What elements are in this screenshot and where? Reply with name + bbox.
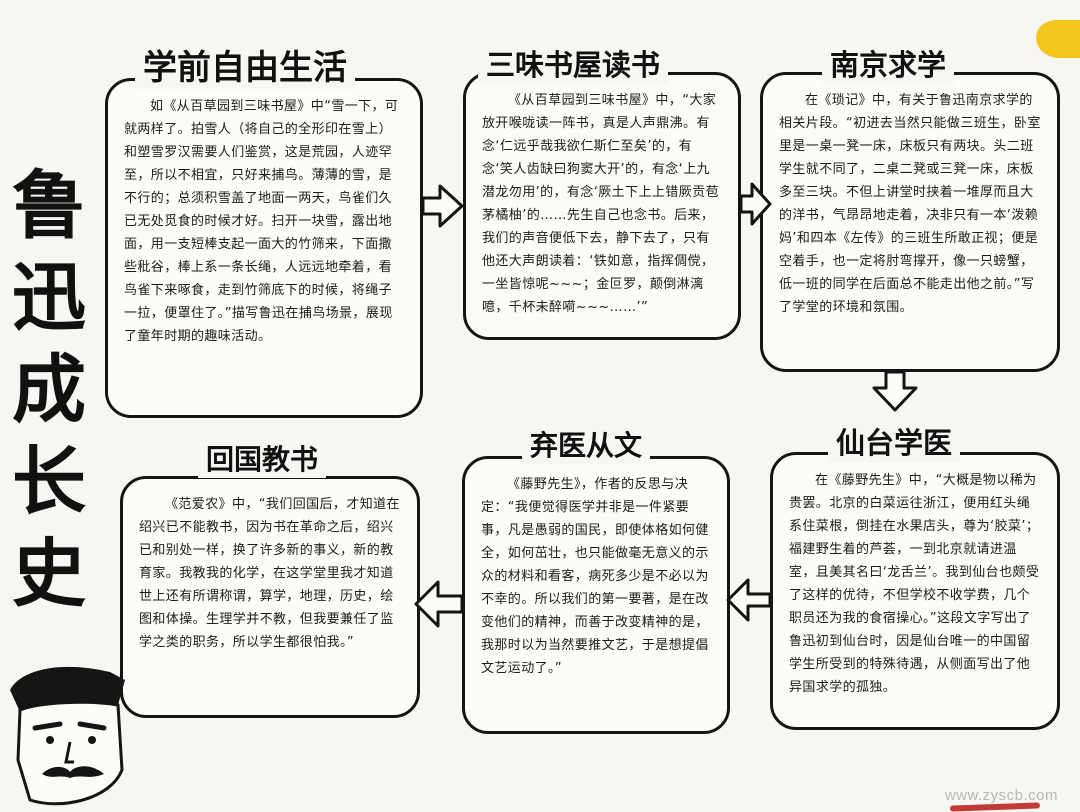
- title-char: 史: [12, 531, 86, 617]
- section-title-literature: 弃医从文: [522, 424, 651, 464]
- section-text-sendai: 在《藤野先生》中，“大概是物以稀为贵罢。北京的白菜运往浙江，便用红头绳系住菜根，…: [789, 473, 1040, 695]
- title-char: 长: [12, 439, 86, 525]
- watermark-text: www.zyscb.com: [944, 787, 1058, 804]
- arrow-right-2-icon: [739, 182, 772, 226]
- eyebrow-right: [77, 721, 107, 731]
- section-box-sendai: 在《藤野先生》中，“大概是物以稀为贵罢。北京的白菜运往浙江，便用红头绳系住菜根，…: [770, 452, 1060, 730]
- mustache-shape: [42, 766, 104, 778]
- section-box-literature: 《藤野先生》，作者的反思与决定：“我便觉得医学并非是一件紧要事，凡是愚弱的国民，…: [462, 456, 730, 734]
- section-title-nanjing: 南京求学: [822, 42, 955, 84]
- title-char: 鲁: [12, 163, 86, 249]
- section-title-teaching: 回国教书: [198, 438, 327, 478]
- arrow-down-icon: [872, 370, 918, 412]
- section-box-nanjing: 在《琐记》中，有关于鲁迅南京求学的相关片段。“初进去当然只能做三班生，卧室里是一…: [760, 72, 1060, 372]
- section-text-sanwei: 《从百草园到三味书屋》中，“大家放开喉咙读一阵书，真是人声鼎沸。有念‘仁远乎哉我…: [482, 93, 719, 315]
- section-title-sanwei: 三味书屋读书: [478, 42, 669, 84]
- hair-shape: [10, 666, 125, 712]
- arrow-left-1-icon: [726, 578, 772, 622]
- eye-left: [46, 736, 54, 744]
- eyebrow-left: [32, 721, 63, 731]
- main-vertical-title: 鲁 迅 成 长 史: [4, 160, 94, 620]
- eye-right: [88, 736, 96, 744]
- title-char: 迅: [12, 255, 86, 341]
- yellow-ink-blob: [1036, 20, 1080, 58]
- section-box-preschool: 如《从百草园到三味书屋》中“雪一下，可就两样了。拍雪人（将自己的全形印在雪上）和…: [105, 78, 423, 418]
- section-text-teaching: 《范爱农》中，“我们回国后，才知道在绍兴已不能教书，因为书在革命之后，绍兴已和别…: [139, 497, 400, 650]
- arrow-left-2-icon: [414, 580, 464, 628]
- section-text-preschool: 如《从百草园到三味书屋》中“雪一下，可就两样了。拍雪人（将自己的全形印在雪上）和…: [124, 99, 399, 344]
- section-text-nanjing: 在《琐记》中，有关于鲁迅南京求学的相关片段。“初进去当然只能做三班生，卧室里是一…: [779, 93, 1041, 315]
- section-box-teaching: 《范爱农》中，“我们回国后，才知道在绍兴已不能教书，因为书在革命之后，绍兴已和别…: [120, 476, 420, 718]
- section-box-sanwei: 《从百草园到三味书屋》中，“大家放开喉咙读一阵书，真是人声鼎沸。有念‘仁远乎哉我…: [463, 72, 741, 340]
- title-char: 成: [12, 347, 86, 433]
- arrow-right-1-icon: [421, 184, 464, 228]
- luxun-portrait: [10, 666, 125, 806]
- section-title-sendai: 仙台学医: [828, 420, 961, 462]
- section-title-preschool: 学前自由生活: [135, 40, 355, 89]
- section-text-literature: 《藤野先生》，作者的反思与决定：“我便觉得医学并非是一件紧要事，凡是愚弱的国民，…: [481, 477, 709, 676]
- nose-shape: [64, 741, 74, 764]
- face-outline: [16, 700, 124, 806]
